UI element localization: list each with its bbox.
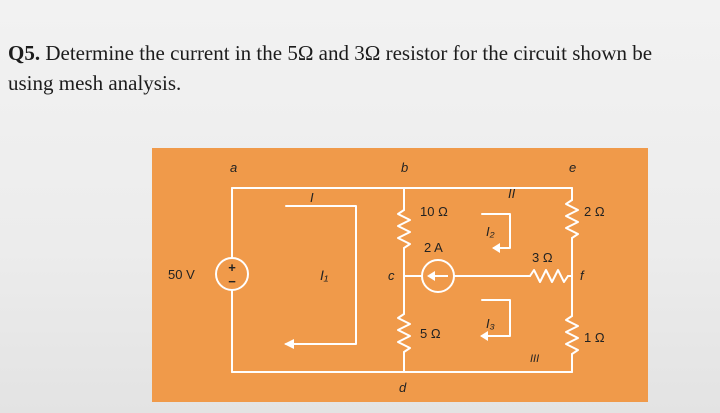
current-source-label: 2 A [424,240,443,255]
resistor-2-zigzag [565,199,579,239]
circuit-diagram: + − 50 V 2 A a b c d e f I II III I₁ I₂ … [152,148,648,402]
mesh-arrow-1 [285,205,357,345]
mesh-arrow-3 [481,299,511,337]
question-text: Q5. Determine the current in the 5Ω and … [8,38,720,98]
resistor-1-zigzag [565,315,579,355]
voltage-plus-label: + [228,260,236,275]
mesh-label-roman-iii: III [530,353,539,365]
resistor-3-zigzag [529,269,569,283]
voltage-source-symbol [215,257,249,291]
question-number: Q5. [8,41,41,65]
node-label-a: a [230,160,237,175]
resistor-5-label: 5 Ω [420,326,441,341]
question-line-2: using mesh analysis. [8,71,182,95]
mesh-arrow-2 [481,213,511,249]
voltage-source-label: 50 V [168,267,195,282]
mesh-label-roman-i: I [310,190,314,205]
current-source-arrow-head [427,271,435,281]
resistor-2-label: 2 Ω [584,204,605,219]
resistor-1-label: 1 Ω [584,330,605,345]
node-label-c: c [388,268,395,283]
circuit-svg: + − 50 V 2 A a b c d e f I II III I₁ I₂ … [168,160,605,395]
mesh-arrow-1-head [284,339,294,349]
node-label-b: b [401,160,408,175]
question-line-1: Determine the current in the 5Ω and 3Ω r… [45,41,653,65]
mesh-label-i3: I₃ [486,316,495,331]
resistor-5-zigzag [397,313,411,353]
mesh-label-i2: I₂ [486,224,495,239]
resistor-10-label: 10 Ω [420,204,448,219]
resistor-3-label: 3 Ω [532,250,553,265]
mesh-arrow-3-head [480,331,488,341]
node-label-d: d [399,380,407,395]
voltage-minus-label: − [228,274,236,289]
resistor-10-zigzag [397,209,411,249]
mesh-arrow-2-head [492,243,500,253]
mesh-label-i1: I₁ [320,267,329,283]
node-label-e: e [569,160,576,175]
mesh-label-roman-ii: II [508,186,516,201]
node-label-f: f [580,268,585,283]
